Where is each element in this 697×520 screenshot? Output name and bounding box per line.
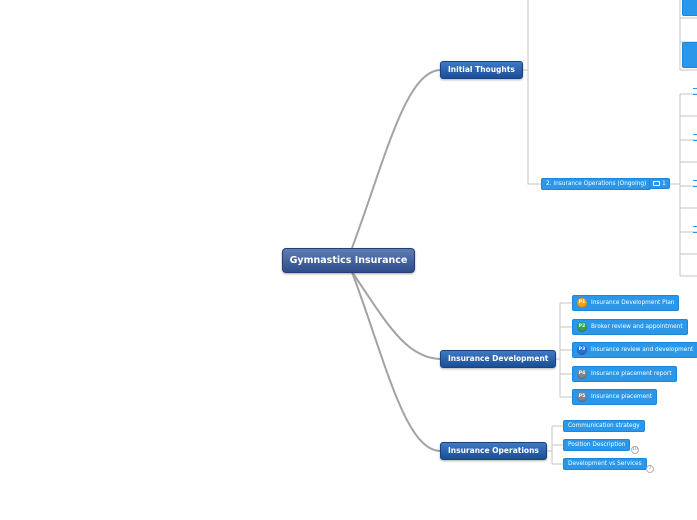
central-topic[interactable]: Gymnastics Insurance: [282, 248, 415, 273]
priority-1-icon: P1: [577, 298, 587, 308]
subtopic-insurance-operations-ongoing[interactable]: 2. Insurance Operations (Ongoing): [541, 178, 652, 190]
subtopic-position-description[interactable]: Position Description: [563, 439, 631, 451]
collapsed-count-badge[interactable]: 10: [631, 446, 639, 454]
topic-insurance-development[interactable]: Insurance Development: [440, 350, 557, 368]
connector-central-insurance-operations: [351, 271, 441, 452]
collapsed-count-badge[interactable]: 7: [646, 465, 654, 473]
clipped-subtopic[interactable]: [682, 42, 697, 68]
subtopic-label: Broker review and appointment: [591, 324, 683, 330]
connector-initial-thoughts-children: [518, 0, 541, 185]
subtopic-label: Insurance placement report: [591, 371, 672, 377]
topic-insurance-operations[interactable]: Insurance Operations: [440, 442, 547, 460]
note-badge[interactable]: 1: [649, 178, 670, 189]
connector-operations-ongoing-children: [667, 0, 697, 276]
subtopic-development-vs-services[interactable]: Development vs Services: [563, 458, 647, 470]
note-count: 1: [662, 180, 666, 187]
priority-2-icon: P2: [577, 322, 587, 332]
connector-central-initial-thoughts: [351, 69, 441, 249]
subtopic-communication-strategy[interactable]: Communication strategy: [563, 420, 645, 432]
subtopic-broker-review[interactable]: P2 Broker review and appointment: [572, 319, 688, 335]
connector-central-insurance-development: [351, 271, 441, 360]
subtopic-insurance-development-plan[interactable]: P1 Insurance Development Plan: [572, 295, 680, 311]
priority-5-icon: P5: [577, 392, 587, 402]
priority-4-icon: P4: [577, 369, 587, 379]
clipped-subtopic[interactable]: [682, 0, 697, 16]
subtopic-insurance-placement[interactable]: P5 Insurance placement: [572, 389, 658, 405]
subtopic-label: Insurance placement: [591, 394, 653, 400]
subtopic-insurance-placement-report[interactable]: P4 Insurance placement report: [572, 366, 677, 382]
subtopic-label: Insurance Development Plan: [591, 300, 675, 306]
priority-3-icon: P3: [577, 345, 587, 355]
right-edge-clipped-marks: [693, 88, 697, 233]
topic-initial-thoughts[interactable]: Initial Thoughts: [440, 61, 523, 79]
subtopic-insurance-review[interactable]: P3 Insurance review and development: [572, 342, 697, 358]
right-edge-children-stubs: [680, 93, 697, 277]
comment-icon: [653, 181, 660, 186]
subtopic-label: Insurance review and development: [591, 347, 694, 353]
